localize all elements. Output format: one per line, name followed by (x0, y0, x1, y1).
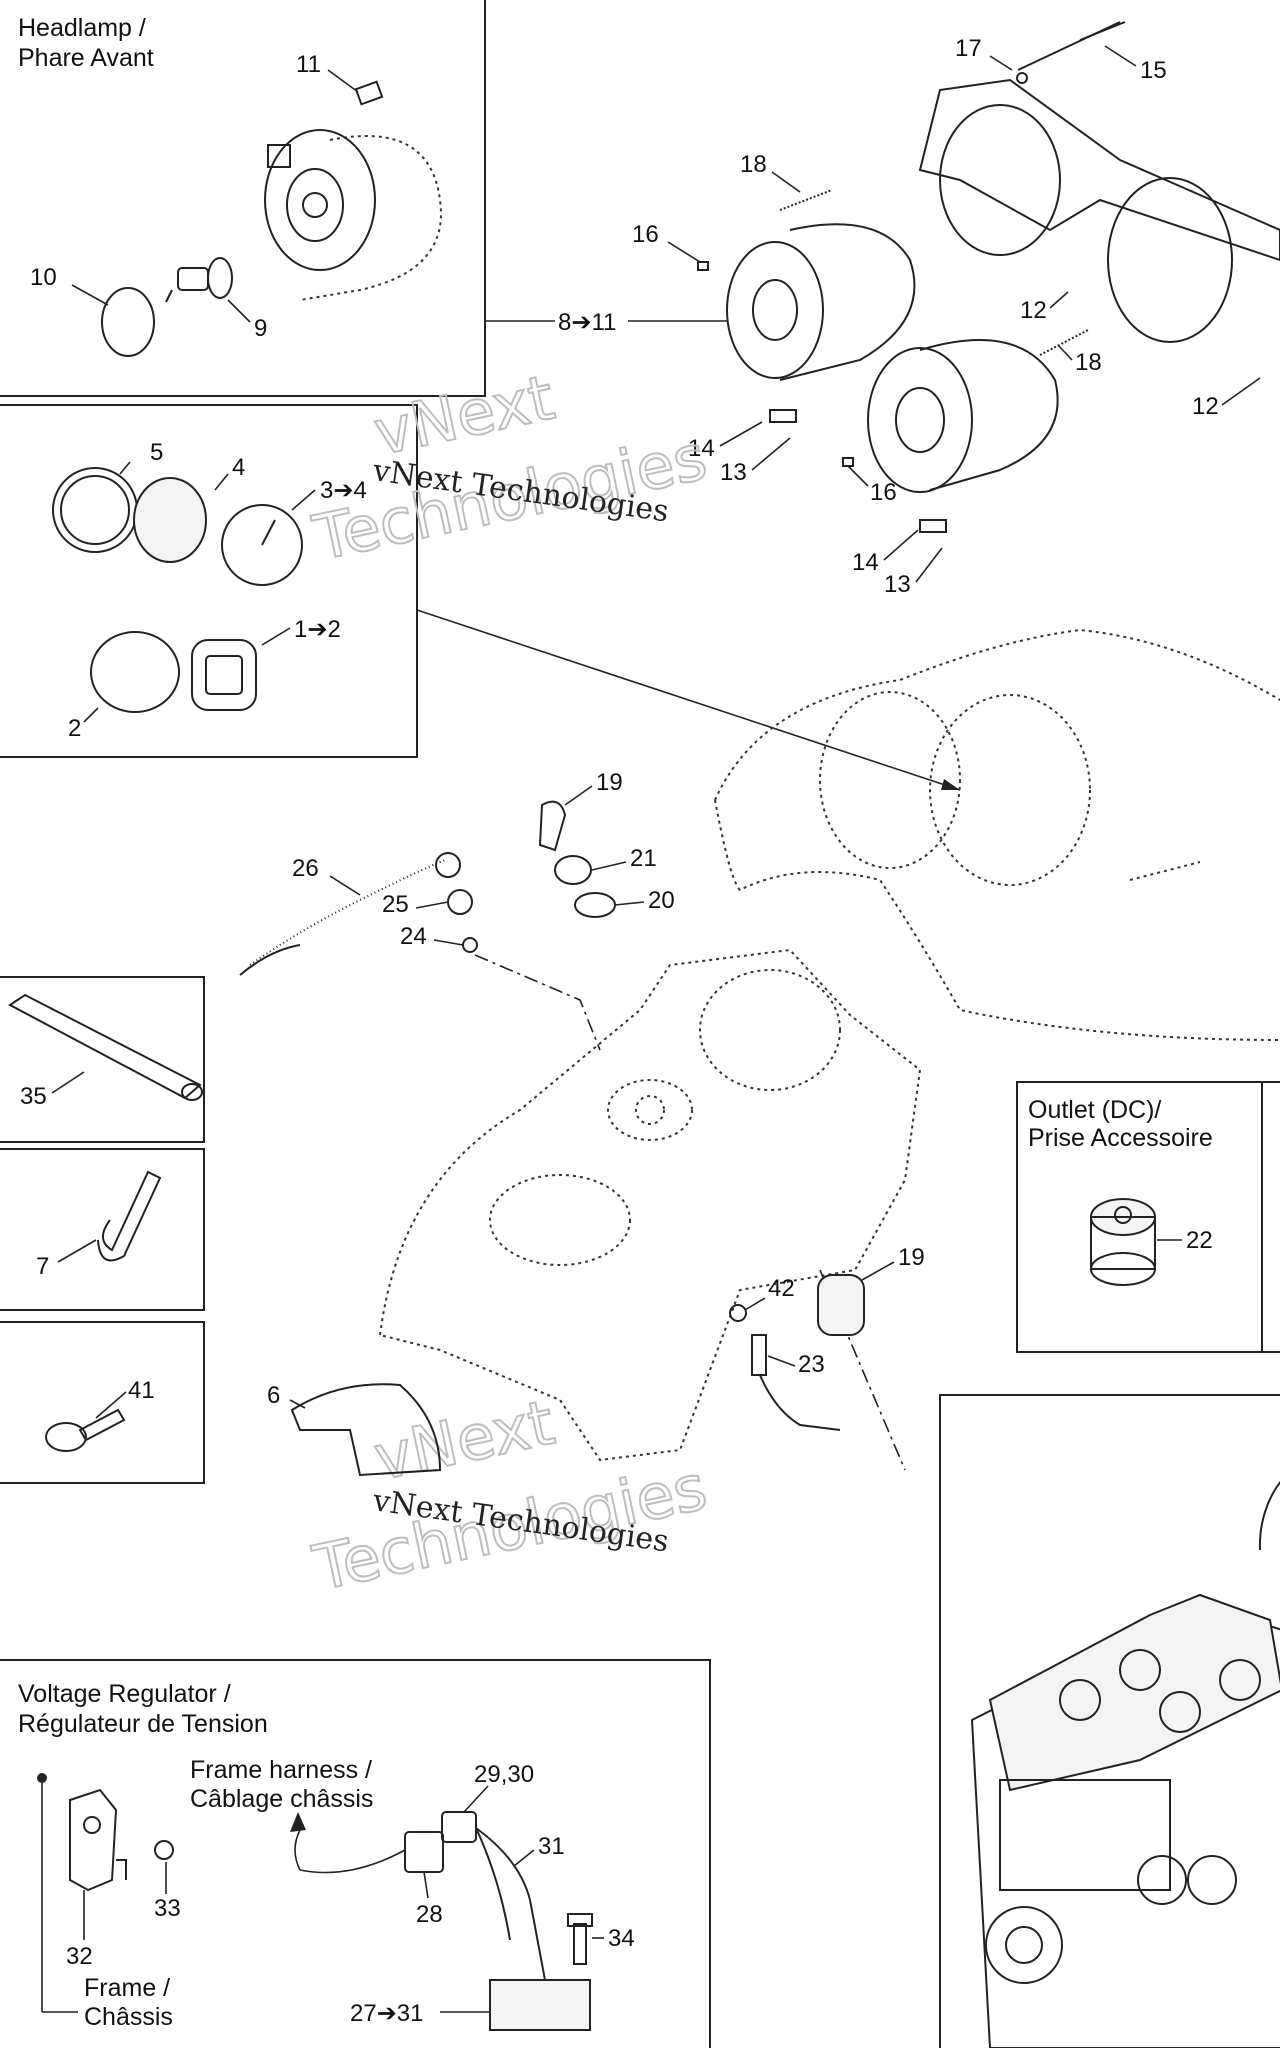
headlamp-title-line1: Headlamp / (18, 14, 146, 42)
part-41-box: 41 (0, 1321, 205, 1484)
callout-7: 7 (36, 1253, 49, 1280)
callout-17: 17 (955, 35, 982, 62)
callout-9: 9 (254, 315, 267, 342)
callout-4: 4 (232, 454, 245, 481)
headlamp-bracket-drawing (697, 21, 1280, 533)
hood-housing-drawing (714, 628, 1280, 1041)
callout-28: 28 (416, 1901, 443, 1928)
callout-29-30: 29,30 (474, 1761, 534, 1788)
dc-outlet-drawing (1090, 1198, 1156, 1286)
callout-16b: 16 (870, 479, 897, 506)
callout-3-4: 3➔4 (320, 477, 367, 504)
engine-drawing (970, 1480, 1280, 2048)
headlamp-title-line2: Phare Avant (18, 44, 154, 72)
callout-12a: 12 (1020, 297, 1047, 324)
callout-13b: 13 (884, 571, 911, 598)
callout-31: 31 (538, 1833, 565, 1860)
callout-35: 35 (20, 1083, 47, 1110)
callout-26: 26 (292, 855, 319, 882)
callout-27-31: 27➔31 (350, 2000, 424, 2027)
watermark: vNext Technologies vNext Technologies vN… (306, 360, 714, 1606)
regulator-harness-drawing (290, 1811, 593, 2031)
callout-24: 24 (400, 923, 427, 950)
headlamp-box: Headlamp / Phare Avant 11 10 9 (0, 0, 486, 397)
callout-19b: 19 (898, 1244, 925, 1271)
callout-41: 41 (128, 1377, 155, 1404)
outlet-title-line1: Outlet (DC)/ (1028, 1096, 1161, 1124)
outlet-box: Outlet (DC)/ Prise Accessoire 22 (1016, 1081, 1280, 1353)
outlet-title-line2: Prise Accessoire (1028, 1124, 1213, 1152)
watermark-big-3: vNext (368, 1386, 560, 1495)
part-7-box: 7 (0, 1148, 205, 1311)
vr-title-line2: Régulateur de Tension (18, 1710, 268, 1738)
part-35-box: 35 (0, 976, 205, 1143)
callout-2: 2 (68, 715, 81, 742)
watermark-big-1: vNext (368, 361, 560, 470)
frame-harness-line1: Frame harness / (190, 1756, 372, 1784)
regulator-bracket-drawing (37, 1773, 174, 2013)
engine-box (939, 1394, 1280, 2048)
gauge-parts-drawing (52, 467, 303, 713)
callout-34: 34 (608, 1925, 635, 1952)
callout-33: 33 (154, 1895, 181, 1922)
headlamp-assembly-drawing (101, 80, 442, 357)
callout-10: 10 (30, 264, 57, 291)
callout-1-2: 1➔2 (294, 616, 341, 643)
callout-32: 32 (66, 1943, 93, 1970)
console-callouts: 19 21 20 26 25 24 19 42 23 6 (267, 769, 925, 1409)
callout-18b: 18 (1075, 349, 1102, 376)
voltage-regulator-box: Voltage Regulator / Régulateur de Tensio… (0, 1659, 711, 2048)
callout-5: 5 (150, 439, 163, 466)
frame-line1: Frame / (84, 1974, 170, 2002)
callout-19a: 19 (596, 769, 623, 796)
callout-15: 15 (1140, 57, 1167, 84)
callout-14b: 14 (852, 549, 879, 576)
frame-line2: Châssis (84, 2003, 173, 2031)
callout-23: 23 (798, 1351, 825, 1378)
callout-20: 20 (648, 887, 675, 914)
callout-14a: 14 (688, 435, 715, 462)
callout-12b: 12 (1192, 393, 1219, 420)
callout-21: 21 (630, 845, 657, 872)
callout-25: 25 (382, 891, 409, 918)
callout-18a: 18 (740, 151, 767, 178)
callout-8-11: 8➔11 (558, 309, 616, 336)
headlamp-callouts: 17 15 18 16 12 18 12 14 13 16 14 13 (632, 35, 1261, 598)
vr-title-line1: Voltage Regulator / (18, 1680, 231, 1708)
callout-11: 11 (296, 51, 321, 78)
callout-16a: 16 (632, 221, 659, 248)
callout-13a: 13 (720, 459, 747, 486)
callout-42: 42 (768, 1275, 795, 1302)
callout-22: 22 (1186, 1227, 1213, 1254)
callout-6: 6 (267, 1382, 280, 1409)
frame-harness-line2: Câblage châssis (190, 1785, 373, 1813)
console-panel-drawing (239, 800, 922, 1477)
gauge-box: 5 4 3➔4 1➔2 2 (0, 404, 418, 758)
